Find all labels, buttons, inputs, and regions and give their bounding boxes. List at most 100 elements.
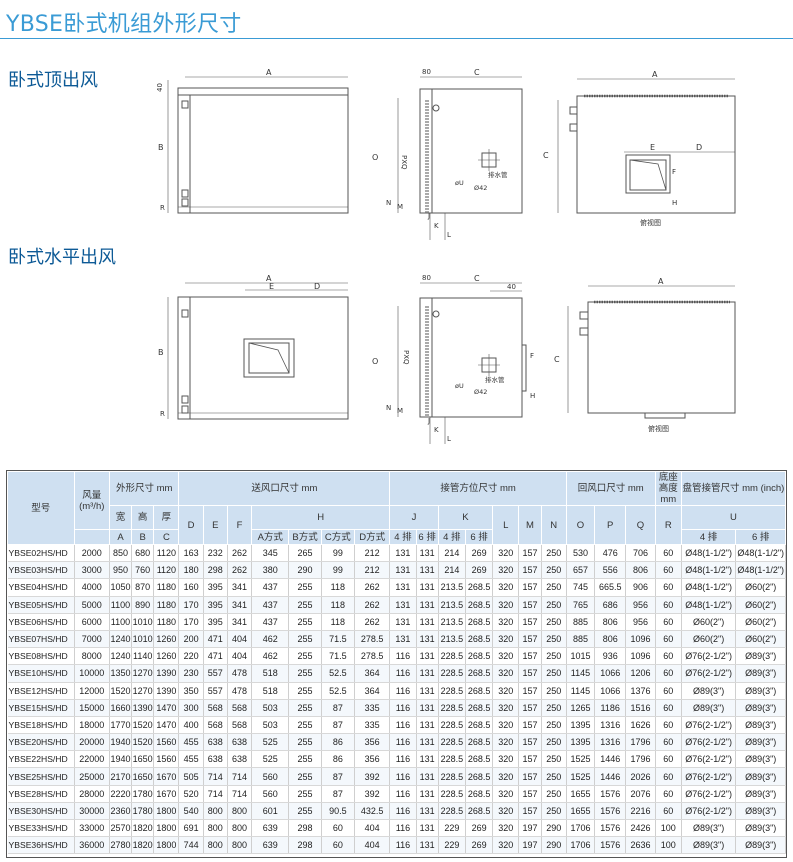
value-cell: 1796 (625, 733, 656, 752)
value-cell: 268.5 (465, 647, 494, 666)
value-cell: 131 (416, 647, 439, 666)
value-cell: 213.5 (438, 613, 466, 631)
value-cell: 455 (178, 750, 204, 769)
value-cell: 320 (492, 613, 520, 631)
value-cell: 87 (321, 716, 355, 735)
value-cell: 300 (178, 699, 204, 717)
value-cell: 885 (566, 630, 596, 649)
value-cell: 1260 (153, 647, 180, 666)
value-cell: 395 (203, 596, 228, 614)
value-cell: 320 (492, 802, 520, 821)
dim-label-d: D (696, 143, 702, 152)
value-cell: 320 (492, 664, 520, 683)
value-cell: 60 (321, 836, 355, 855)
value-cell: 432.5 (354, 802, 391, 821)
header-l: L (492, 505, 520, 545)
value-cell: 341 (227, 578, 253, 597)
value-cell: 131 (416, 544, 439, 563)
value-cell: 540 (178, 802, 204, 821)
value-cell: 505 (178, 767, 204, 786)
value-cell: Ø60(2") (681, 613, 737, 631)
value-cell: 228.5 (438, 664, 466, 683)
value-cell: Ø60(2") (735, 613, 786, 631)
value-cell: 228.5 (438, 682, 466, 700)
value-cell: 806 (625, 561, 656, 580)
value-cell: 335 (354, 716, 391, 735)
value-cell: 60 (655, 561, 682, 580)
value-cell: 212 (354, 544, 391, 563)
model-cell: YBSE30HS/HD (7, 802, 75, 821)
value-cell: 170 (178, 613, 204, 631)
value-cell: 2780 (109, 836, 133, 855)
value-cell: 131 (389, 630, 417, 649)
value-cell: 1940 (109, 733, 133, 752)
value-cell: 1376 (625, 682, 656, 700)
value-cell: 2220 (109, 785, 133, 803)
header-o: O (565, 505, 596, 545)
phi42-label: Ø42 (474, 184, 487, 192)
value-cell: 1780 (131, 785, 155, 803)
value-cell: 228.5 (438, 802, 466, 821)
header-u: U (680, 505, 787, 530)
value-cell: 525 (251, 750, 290, 769)
value-cell: 157 (518, 802, 542, 821)
value-cell: 392 (354, 785, 391, 803)
model-cell: YBSE04HS/HD (7, 578, 75, 597)
dim-label-c3: C (474, 274, 480, 283)
value-cell: 131 (389, 596, 417, 614)
value-cell: 131 (416, 630, 439, 649)
value-cell: 116 (389, 682, 417, 700)
value-cell: 364 (354, 682, 391, 700)
value-cell: Ø89(3") (681, 836, 737, 855)
value-cell: 714 (203, 767, 228, 786)
value-cell: 250 (541, 802, 567, 821)
value-cell: 1395 (566, 733, 596, 752)
value-cell: 60 (321, 819, 355, 838)
value-cell: 36000 (74, 836, 110, 855)
value-cell: 213.5 (438, 630, 466, 649)
value-cell: 1800 (153, 819, 180, 838)
value-cell: 250 (541, 785, 567, 803)
value-cell: 214 (438, 544, 466, 563)
value-cell: Ø89(3") (681, 819, 737, 838)
value-cell: 1520 (131, 716, 155, 735)
value-cell: 118 (321, 578, 355, 597)
value-cell: 800 (203, 802, 228, 821)
value-cell: 639 (251, 836, 290, 855)
value-cell: Ø60(2") (735, 630, 786, 649)
value-cell: Ø76(2-1/2") (681, 647, 737, 666)
model-cell: YBSE33HS/HD (7, 819, 75, 838)
value-cell: 320 (492, 785, 520, 803)
value-cell: 250 (541, 716, 567, 735)
value-cell: 213.5 (438, 578, 466, 597)
value-cell: 1670 (153, 785, 180, 803)
value-cell: 2076 (625, 785, 656, 803)
value-cell: 950 (109, 561, 133, 580)
drawing-top-side-view: 80 C O PXQ 排水管 øU Ø42 N M J K L (372, 68, 523, 240)
model-cell: YBSE05HS/HD (7, 596, 75, 614)
dim-label-e2: E (269, 282, 274, 291)
value-cell: 255 (288, 630, 322, 649)
value-cell: 60 (655, 750, 682, 769)
value-cell: 262 (354, 578, 391, 597)
model-cell: YBSE28HS/HD (7, 785, 75, 803)
value-cell: 568 (227, 699, 253, 717)
value-cell: 60 (655, 699, 682, 717)
header-airflow-unit: (m³/h) (79, 500, 105, 512)
value-cell: 268.5 (465, 578, 494, 597)
dim-label-e: E (650, 143, 655, 152)
dim-label-l2: L (447, 435, 451, 443)
header-f: F (226, 505, 253, 545)
value-cell: 100 (655, 836, 682, 855)
value-cell: Ø89(3") (735, 819, 786, 838)
value-cell: 1800 (153, 802, 180, 821)
value-cell: 12000 (74, 682, 110, 700)
value-cell: 255 (288, 613, 322, 631)
value-cell: 157 (518, 647, 542, 666)
value-cell: 476 (594, 544, 627, 563)
value-cell: 1576 (594, 836, 627, 855)
header-d: D (178, 505, 204, 545)
value-cell: 60 (655, 664, 682, 683)
value-cell: 116 (389, 699, 417, 717)
